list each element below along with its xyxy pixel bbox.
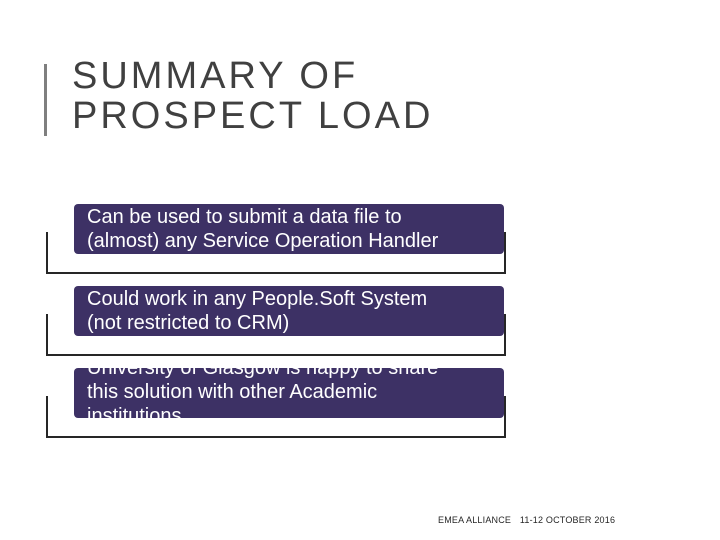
bullet-text-line: this solution with other Academic	[87, 381, 378, 403]
bullet-item-1: Can be used to submit a data file to (al…	[44, 204, 514, 278]
bullet-text-line: institutions	[87, 405, 182, 418]
bullet-box: Could work in any People.Soft System (no…	[74, 286, 504, 336]
bullet-text-line: (not restricted to CRM)	[87, 312, 290, 334]
bullet-bracket	[46, 314, 506, 356]
bullet-item-2: Could work in any People.Soft System (no…	[44, 286, 514, 360]
title-accent-bar	[44, 64, 47, 136]
title-line-1: SUMMARY OF	[72, 55, 359, 97]
bullet-text-line: Can be used to submit a data file to	[87, 206, 402, 228]
bullet-text-line: (almost) any Service Operation Handler	[87, 230, 439, 252]
bullet-bracket	[46, 396, 506, 438]
slide-title: SUMMARY OF PROSPECT LOAD	[72, 56, 433, 136]
slide-footer: EMEA ALLIANCE 11-12 OCTOBER 2016	[438, 515, 621, 525]
bullet-text-line: Could work in any People.Soft System	[87, 288, 428, 310]
bullet-box: University of Glasgow is happy to share …	[74, 368, 504, 418]
bullet-box: Can be used to submit a data file to (al…	[74, 204, 504, 254]
bullet-item-3: University of Glasgow is happy to share …	[44, 368, 514, 442]
title-line-2: PROSPECT LOAD	[72, 95, 434, 137]
footer-dates: 11-12 OCTOBER 2016	[519, 515, 616, 525]
footer-event: EMEA ALLIANCE	[438, 515, 512, 525]
bullet-bracket	[46, 232, 506, 274]
bullet-text-line: University of Glasgow is happy to share	[87, 368, 439, 379]
